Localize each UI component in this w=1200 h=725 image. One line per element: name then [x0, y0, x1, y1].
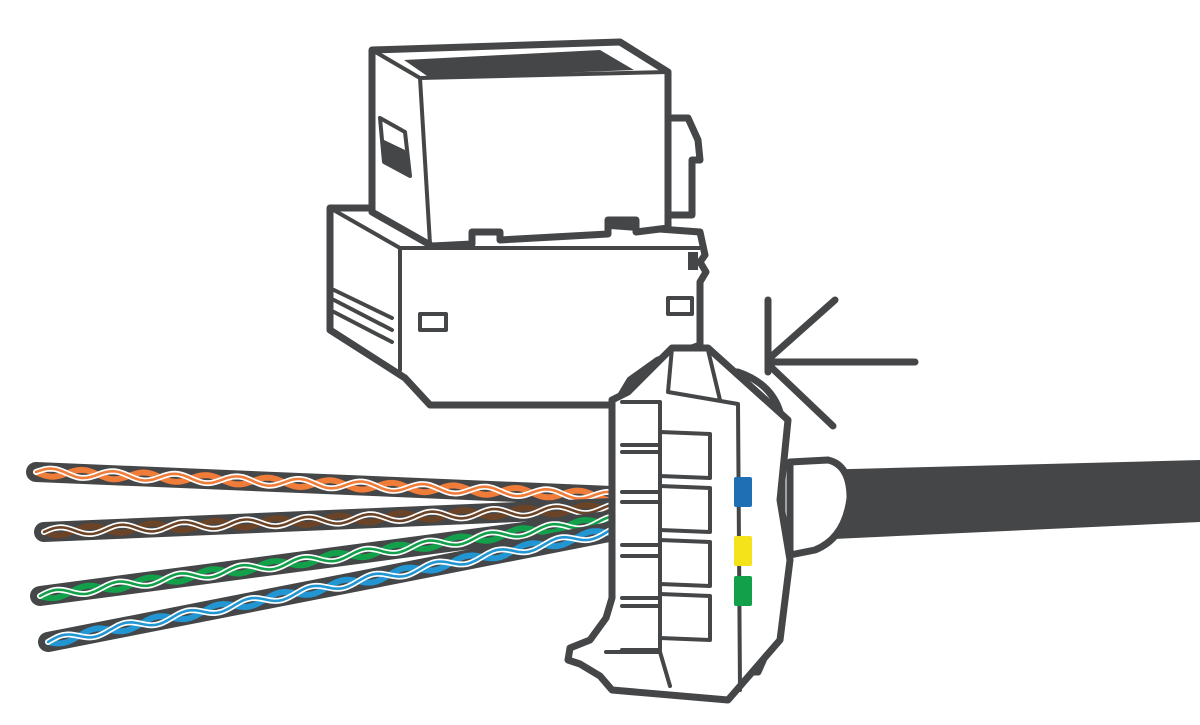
- wire-pair-brown: [34, 496, 670, 542]
- cap-indicator-yellow: [734, 536, 752, 566]
- push-direction-arrow-icon: [764, 296, 919, 430]
- jack-side-slot: [332, 288, 394, 344]
- wire-pair-green: [30, 504, 670, 606]
- termination-slots: [604, 400, 712, 688]
- jack-latch: [664, 114, 704, 219]
- wire-pair-blue: [38, 512, 670, 652]
- wire-pair-orange: [26, 462, 670, 508]
- jack-window-right: [666, 296, 694, 316]
- wire-strand-stripe: [42, 502, 662, 536]
- wire-strand-stripe: [38, 512, 662, 598]
- cable-jacket: [812, 460, 1200, 540]
- jack-window-left: [418, 312, 448, 332]
- twisted-wire-pairs: [26, 462, 670, 652]
- cap-indicator-green: [734, 576, 752, 606]
- termination-cap: [564, 344, 794, 704]
- cable-jacket-end: [786, 456, 854, 559]
- jack-port-opening: [404, 50, 634, 78]
- jack-notch: [688, 252, 698, 270]
- keystone-jack: [326, 38, 710, 409]
- jack-port-block: [368, 38, 672, 250]
- wire-strand-stripe: [34, 467, 662, 503]
- wire-strand-stripe: [46, 523, 662, 644]
- termination-cap-body: [564, 344, 794, 704]
- cap-indicator-blue: [734, 477, 752, 507]
